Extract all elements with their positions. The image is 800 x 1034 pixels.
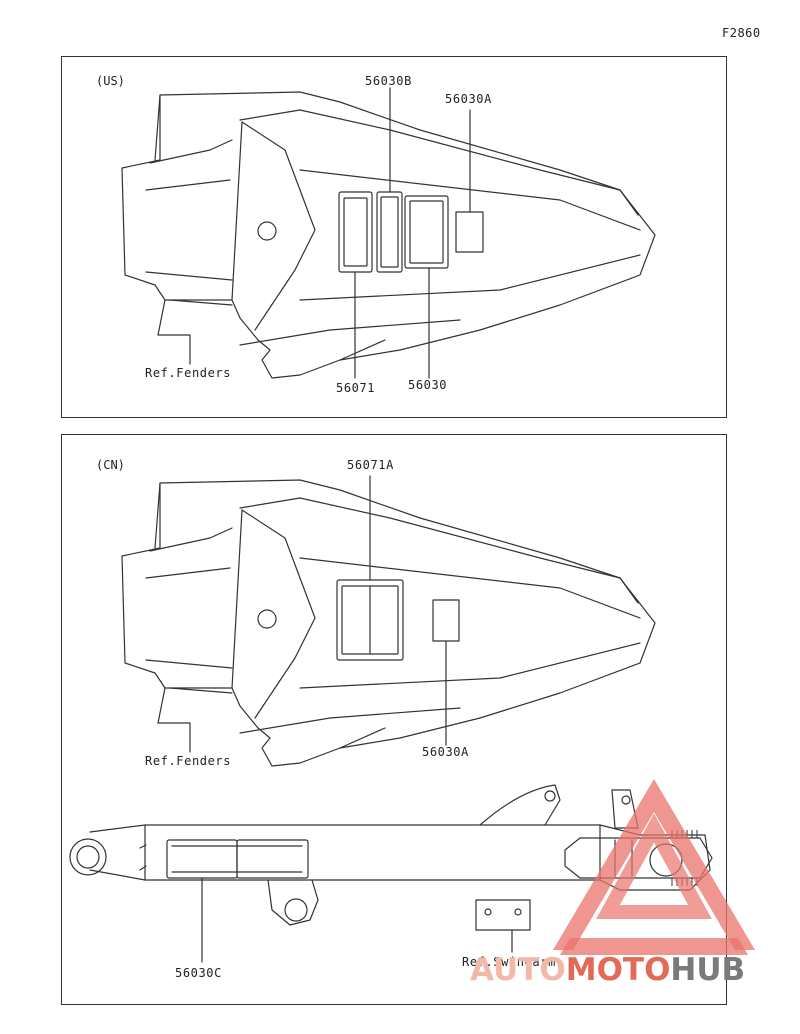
watermark-auto: AUTO [470,952,566,988]
part-label-56030b: 56030B [365,74,412,88]
part-label-56071a: 56071A [347,458,394,472]
part-label-56030c: 56030C [175,966,222,980]
figure-id: F2860 [722,26,761,40]
part-label-56071: 56071 [336,381,376,395]
panel-us [61,56,727,418]
panel-cn [61,434,727,1005]
watermark-text: AUTOMOTOHUB [470,952,745,988]
ref-fenders-cn: Ref.Fenders [145,754,232,768]
watermark-moto: MOTO [565,952,671,988]
watermark-logo [553,779,755,955]
part-label-56030: 56030 [408,378,448,392]
cn-swingarm [69,784,713,963]
ref-fenders-us: Ref.Fenders [145,366,232,380]
cn-rear-fender [121,475,656,767]
region-label-cn: (CN) [96,458,125,472]
watermark-hub: HUB [670,952,746,988]
ref-swingarm: Ref.Swingarm [462,955,556,969]
part-label-56030a-us: 56030A [445,92,492,106]
us-rear-fender [121,87,656,379]
part-label-56030a-cn: 56030A [422,745,469,759]
region-label-us: (US) [96,74,125,88]
